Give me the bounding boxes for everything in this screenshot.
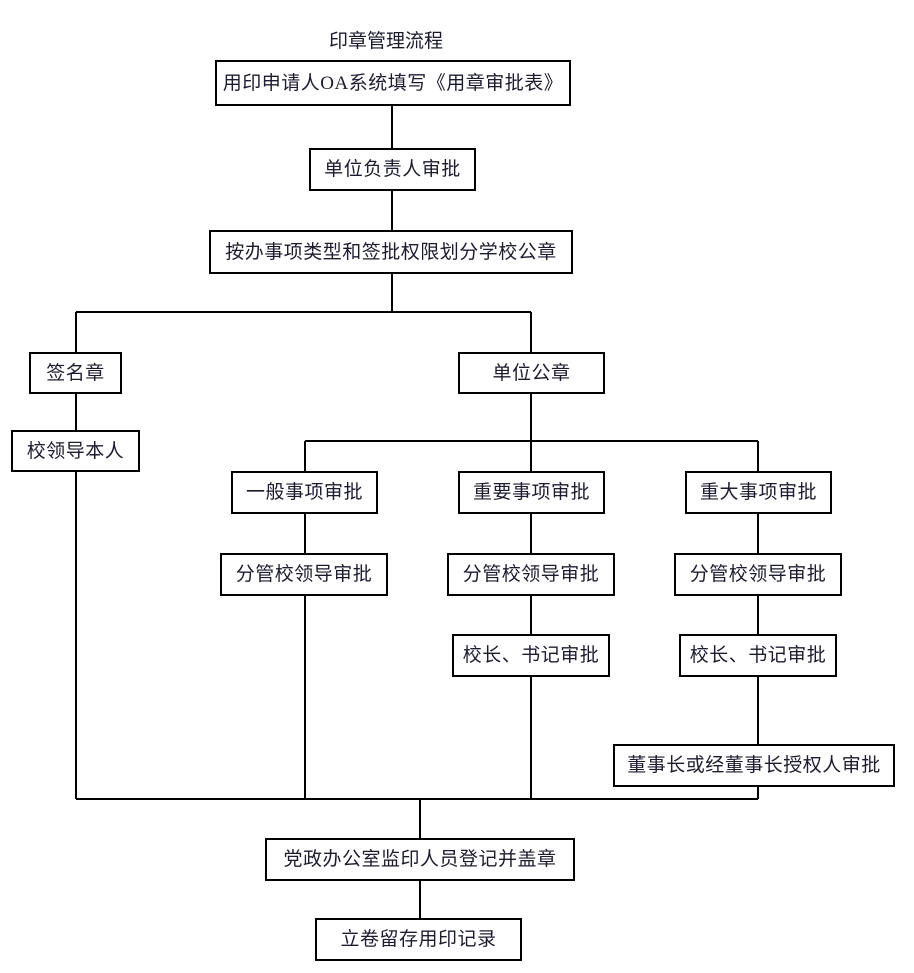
flow-node-n14[interactable]: 校长、书记审批 (679, 634, 837, 677)
flow-node-label: 重要事项审批 (472, 482, 590, 503)
flow-node-n6[interactable]: 校领导本人 (11, 430, 140, 472)
flow-node-n12[interactable]: 分管校领导审批 (674, 553, 842, 596)
flow-node-label: 分管校领导审批 (235, 564, 373, 585)
flow-node-n9[interactable]: 重大事项审批 (685, 471, 832, 514)
flow-node-label: 校长、书记审批 (689, 645, 827, 666)
flow-node-label: 党政办公室监印人员登记并盖章 (283, 849, 557, 870)
page-title: 印章管理流程 (329, 31, 444, 52)
flow-node-label: 校长、书记审批 (462, 645, 600, 666)
flow-node-label: 重大事项审批 (699, 482, 817, 503)
flow-node-n2[interactable]: 单位负责人审批 (309, 148, 476, 191)
flow-node-n15[interactable]: 董事长或经董事长授权人审批 (613, 744, 895, 787)
flow-node-n4[interactable]: 签名章 (29, 352, 122, 394)
flow-node-label: 校领导本人 (26, 440, 125, 462)
flow-node-label: 按办事项类型和签批权限划分学校公章 (225, 241, 557, 263)
flow-node-n13[interactable]: 校长、书记审批 (452, 634, 610, 677)
flow-node-n16[interactable]: 党政办公室监印人员登记并盖章 (265, 838, 575, 881)
flow-node-n5[interactable]: 单位公章 (458, 352, 605, 394)
flow-node-label: 单位公章 (492, 362, 571, 384)
flow-node-n11[interactable]: 分管校领导审批 (447, 553, 615, 596)
flow-node-label: 单位负责人审批 (324, 159, 461, 180)
flow-node-label: 一般事项审批 (245, 482, 363, 503)
flow-node-label: 用印申请人OA系统填写《用章审批表》 (222, 72, 564, 94)
flow-node-n10[interactable]: 分管校领导审批 (220, 553, 388, 596)
flow-node-n1[interactable]: 用印申请人OA系统填写《用章审批表》 (215, 60, 571, 106)
flow-node-label: 分管校领导审批 (689, 564, 827, 585)
flow-node-label: 董事长或经董事长授权人审批 (627, 755, 881, 776)
flow-node-label: 分管校领导审批 (462, 564, 600, 585)
flow-node-label: 签名章 (46, 362, 105, 384)
flow-node-n8[interactable]: 重要事项审批 (458, 471, 605, 514)
flow-node-n7[interactable]: 一般事项审批 (231, 471, 378, 514)
flow-node-n3[interactable]: 按办事项类型和签批权限划分学校公章 (209, 230, 573, 274)
flow-node-label: 立卷留存用印记录 (340, 929, 497, 950)
flow-node-n17[interactable]: 立卷留存用印记录 (315, 918, 522, 961)
